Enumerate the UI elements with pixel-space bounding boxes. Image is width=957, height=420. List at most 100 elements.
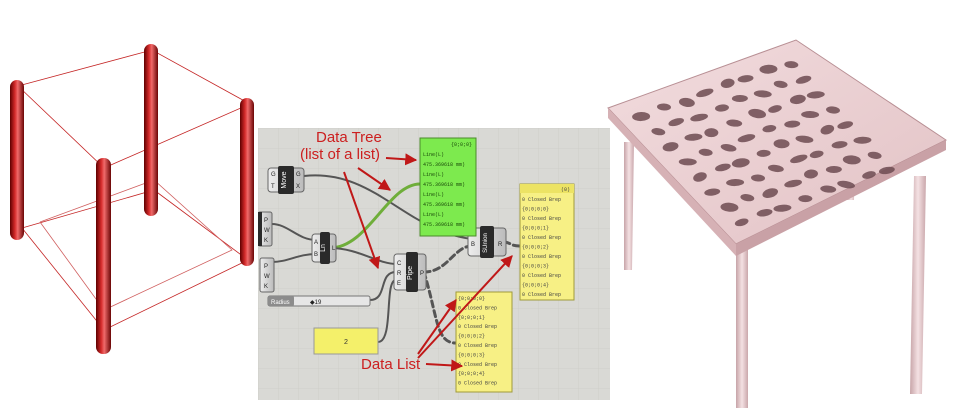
panel-row: 0 Closed Brep — [522, 254, 561, 260]
tabletop-hole — [831, 141, 848, 149]
tabletop-hole — [867, 151, 882, 159]
tabletop-hole — [753, 90, 772, 98]
panel-row: 0 Closed Brep — [522, 292, 561, 298]
panel-row: 0 Closed Brep — [458, 305, 497, 311]
tabletop-hole — [842, 155, 861, 165]
tabletop-hole — [726, 179, 745, 187]
tabletop-hole — [773, 80, 788, 88]
tabletop-hole — [678, 97, 695, 108]
data-list-label: Data List — [361, 356, 421, 373]
tabletop-hole — [784, 120, 801, 128]
number-panel-value: 2 — [344, 339, 348, 347]
panel-row: Line(L) — [423, 192, 444, 198]
panel-row: 0 Closed Brep — [458, 381, 497, 387]
tabletop-hole — [798, 195, 813, 203]
tabletop-hole — [720, 144, 737, 152]
tabletop-hole — [690, 113, 708, 122]
table-top — [607, 39, 947, 256]
number-panel[interactable]: 2 — [313, 327, 379, 355]
tabletop-hole — [767, 164, 784, 173]
tabletop-hole — [826, 106, 840, 114]
radius-slider[interactable]: Radius ◆19 — [267, 295, 371, 307]
tabletop-hole — [756, 149, 771, 157]
tabletop-hole — [773, 139, 790, 149]
tabletop-hole — [678, 158, 697, 166]
tabletop-hole — [720, 202, 739, 212]
move-output-x: X — [296, 184, 300, 190]
tabletop-hole — [762, 188, 779, 198]
move-input-t: T — [271, 184, 275, 190]
svg-text:C: C — [397, 261, 402, 267]
tabletop-hole — [657, 103, 671, 111]
panel-row: {0;0;0;2} — [522, 245, 549, 251]
svg-text:W: W — [264, 274, 270, 280]
tabletop-hole — [740, 194, 755, 202]
panel-row: 0 Closed Brep — [458, 343, 497, 349]
panel-row: {0;0;0;4} — [458, 371, 485, 377]
panel-row: Line(L) — [423, 152, 444, 158]
tabletop-hole — [862, 171, 876, 179]
panel-row: {0;0;0;1} — [458, 315, 485, 321]
move-output-g: G — [296, 172, 301, 178]
tabletop-hole — [759, 64, 778, 74]
panel-row: 0 Closed Brep — [522, 235, 561, 241]
tabletop-hole — [748, 108, 767, 119]
panel-row: {0;0;0;2} — [458, 334, 485, 340]
tabletop-hole — [790, 154, 808, 164]
panel-row: 475.369618 mm) — [423, 202, 465, 208]
tabletop-hole — [795, 75, 812, 84]
move-input-g: G — [271, 172, 276, 178]
tabletop-hole — [693, 172, 707, 182]
tabletop-hole — [737, 75, 754, 83]
panel-row: 0 Closed Brep — [458, 324, 497, 330]
data-list-panel-right[interactable]: (0) 0 Closed Brep{0;0;0;0}0 Closed Brep{… — [519, 183, 575, 301]
svg-text:B: B — [471, 242, 475, 248]
tabletop-hole — [784, 179, 802, 188]
panel-row: 0 Closed Brep — [522, 273, 561, 279]
tabletop-hole — [734, 218, 749, 227]
tabletop-hole — [715, 104, 729, 112]
panel-row: 0 Closed Brep — [522, 197, 561, 203]
tabletop-hole — [651, 128, 666, 136]
svg-text:W: W — [264, 228, 270, 234]
tabletop-hole — [809, 150, 824, 159]
svg-text:{0;0;0}: {0;0;0} — [451, 142, 472, 148]
tabletop-hole — [698, 148, 713, 156]
tabletop-hole — [731, 158, 750, 168]
pipe-component[interactable]: Pipe C R E P — [393, 252, 427, 292]
table-render — [607, 39, 947, 408]
table-leg-pipes — [10, 44, 254, 354]
data-tree-panel[interactable]: {0;0;0} Line(L) 475.369618 mm) Line(L) 475.… — [419, 137, 477, 237]
wireframe-legs-render — [10, 44, 254, 354]
panel-row: Line(L) — [423, 212, 444, 218]
svg-text:P: P — [264, 264, 268, 270]
svg-text:E: E — [397, 281, 401, 287]
solid-union-component[interactable]: SUnion B R — [467, 226, 507, 258]
tabletop-hole — [756, 209, 773, 217]
svg-text:P: P — [420, 271, 424, 277]
tabletop-hole — [806, 91, 825, 99]
panel-row: {0;0;0;3} — [458, 352, 485, 358]
point-param-b[interactable]: P W K — [259, 257, 275, 293]
pipe-label: Pipe — [407, 266, 414, 280]
panel-row: {0;0;0;1} — [522, 226, 549, 232]
svg-text:(0): (0) — [561, 187, 570, 193]
move-component[interactable]: Move G T G X — [267, 166, 305, 194]
tabletop-hole — [820, 124, 835, 135]
svg-text:B: B — [314, 252, 318, 258]
tabletop-hole — [773, 204, 792, 212]
tabletop-hole — [668, 118, 684, 127]
line-component[interactable]: Ln A B L — [311, 232, 337, 264]
panel-row: 475.369618 mm) — [423, 182, 465, 188]
union-label: SUnion — [483, 233, 489, 253]
panel-row: Line(L) — [423, 172, 444, 178]
svg-text:R: R — [397, 271, 402, 277]
svg-text:P: P — [264, 218, 268, 224]
point-param-a[interactable]: P W K — [258, 211, 273, 247]
move-label: Move — [281, 171, 288, 188]
tabletop-hole — [762, 125, 777, 133]
grasshopper-canvas: Move G T G X P W K P W K Ln A B L Pipe C… — [258, 128, 610, 400]
svg-text:L: L — [332, 246, 336, 252]
tabletop-hole — [715, 163, 731, 172]
